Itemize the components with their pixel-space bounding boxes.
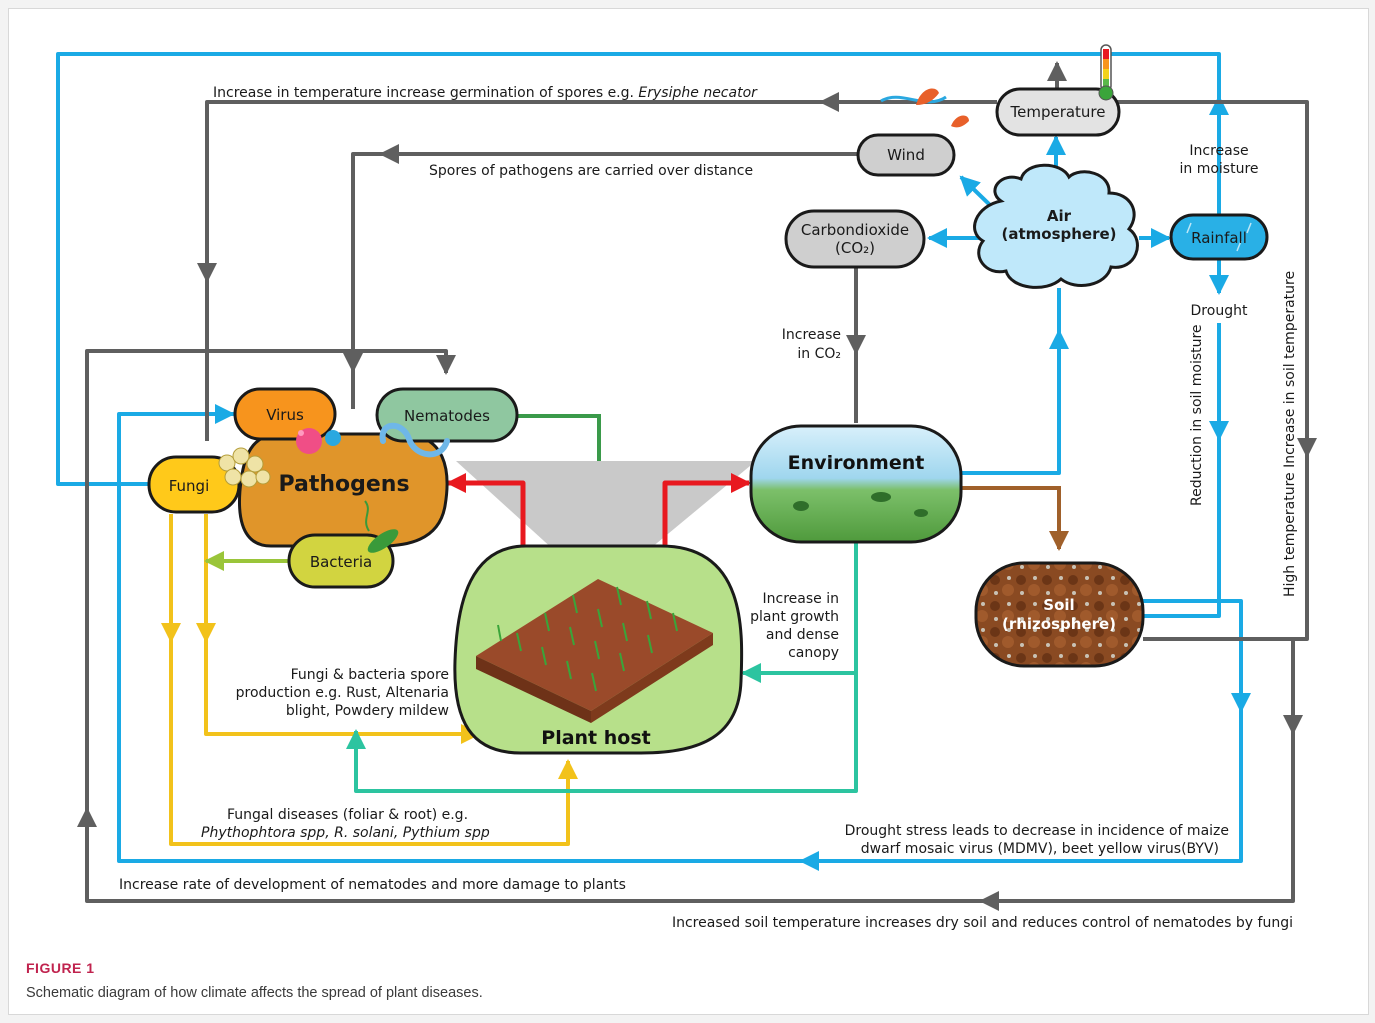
virus-label: Virus [266, 406, 304, 424]
fungi-label: Fungi [169, 477, 210, 495]
drought-stress-label-2: dwarf mosaic virus (MDMV), beet yellow v… [861, 841, 1219, 857]
bacteria-label: Bacteria [310, 553, 372, 571]
air-cloud-node: Air (atmosphere) [973, 163, 1139, 289]
increase-co2-label-1: Increase [782, 327, 841, 343]
blue-loop-bottom [117, 412, 1243, 863]
plant-growth-label-3: and dense [766, 627, 839, 643]
spores-distance-label: Spores of pathogens are carried over dis… [429, 163, 753, 179]
increase-co2-label-2: in CO₂ [797, 346, 841, 362]
spore-production-label-2: production e.g. Rust, Altenaria [236, 685, 449, 701]
plant-host-node: Plant host [453, 544, 744, 755]
bacterium-icon [364, 500, 399, 553]
fungal-diseases-label-2: Phythophtora spp, R. solani, Pythium spp [201, 825, 490, 841]
fungi-node: Fungi [147, 455, 241, 514]
nematodes-label: Nematodes [404, 407, 490, 425]
wind-node: Wind [856, 88, 969, 177]
increase-moisture-label-1: Increase [1189, 143, 1248, 159]
environment-label: Environment [788, 452, 925, 474]
rainfall-label: Rainfall [1191, 229, 1247, 247]
figure-label: FIGURE 1 [26, 960, 95, 976]
fungal-diseases-label-1: Fungal diseases (foliar & root) e.g. [227, 807, 468, 823]
plant-host-label: Plant host [541, 727, 650, 749]
leaf-icon [916, 88, 939, 105]
reduction-soil-moisture-label: Reduction in soil moisture [1189, 324, 1205, 506]
carbondioxide-label-1: Carbondioxide [801, 221, 909, 239]
soil-label-2: (rhizosphere) [1002, 615, 1116, 633]
fungi-cluster-icon [218, 447, 271, 488]
gray-arrows [77, 61, 1317, 911]
drought-label: Drought [1191, 303, 1248, 319]
wind-label: Wind [887, 146, 925, 164]
yellow-arrows [161, 514, 578, 846]
plant-growth-label-4: canopy [788, 645, 839, 661]
carbondioxide-label-2: (CO₂) [835, 239, 875, 257]
nematode-development-label: Increase rate of development of nematode… [119, 877, 626, 893]
wind-swirl-icon [880, 95, 947, 104]
carbondioxide-node: Carbondioxide (CO₂) [784, 209, 926, 269]
figure-frame: Plant host Pathogens Virus Nematodes Fun… [8, 8, 1369, 1015]
teal-arrows [346, 541, 858, 793]
environment-to-soil-arrow [961, 486, 1069, 551]
air-label-2: (atmosphere) [1001, 225, 1116, 243]
increase-moisture-label-2: in moisture [1179, 161, 1258, 177]
high-temp-soil-label: High temperature Increase in soil temper… [1282, 271, 1298, 597]
nematode-worm-icon [379, 422, 450, 458]
soil-node: Soil (rhizosphere) [974, 561, 1145, 668]
virus-node: Virus [233, 387, 337, 441]
plant-growth-label-2: plant growth [750, 609, 839, 625]
rainfall-node: Rainfall [1169, 213, 1269, 261]
temp-germination-label: Increase in temperature increase germina… [213, 85, 758, 101]
temperature-label: Temperature [1009, 103, 1105, 121]
soil-temp-nematodes-label: Increased soil temperature increases dry… [672, 915, 1293, 931]
air-label-1: Air [1047, 207, 1072, 225]
virus-particle-icon [296, 428, 341, 454]
thermometer-icon [1098, 44, 1114, 101]
environment-node: Environment [749, 424, 963, 544]
temperature-node: Temperature [995, 44, 1121, 137]
spore-production-label-3: blight, Powdery mildew [286, 703, 449, 719]
pathogens-label: Pathogens [278, 472, 409, 497]
bacteria-node: Bacteria [287, 533, 395, 589]
spore-production-label-1: Fungi & bacteria spore [291, 667, 449, 683]
drought-stress-label-1: Drought stress leads to decrease in inci… [845, 823, 1229, 839]
figure-caption: Schematic diagram of how climate affects… [26, 985, 483, 1001]
nematodes-node: Nematodes [375, 387, 519, 443]
soil-label-1: Soil [1043, 596, 1074, 614]
plant-growth-label-1: Increase in [763, 591, 839, 607]
climate-disease-diagram: Plant host Pathogens Virus Nematodes Fun… [56, 44, 1317, 931]
